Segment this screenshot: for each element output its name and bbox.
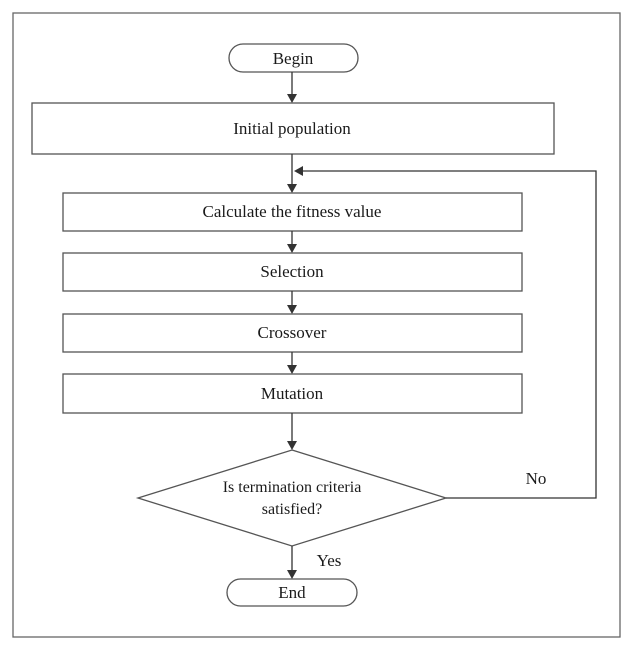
arrowhead-initial-fitness	[287, 184, 297, 193]
arrowhead-yes-end	[287, 570, 297, 579]
arrowhead-no-loop	[294, 166, 303, 176]
crossover-box	[62, 313, 523, 353]
fitness-box	[62, 192, 523, 232]
initial-population-label: Initial population	[233, 119, 351, 138]
end-terminator	[226, 578, 358, 607]
arrowhead-selection-crossover	[287, 305, 297, 314]
begin-label: Begin	[273, 49, 314, 68]
mutation-label: Mutation	[261, 384, 324, 403]
begin-terminator	[228, 43, 359, 73]
no-label: No	[526, 469, 547, 488]
yes-label: Yes	[317, 551, 342, 570]
decision-label-line1: Is termination criteria	[223, 479, 362, 496]
fitness-label: Calculate the fitness value	[203, 202, 382, 221]
selection-label: Selection	[260, 262, 324, 281]
end-label: End	[278, 583, 306, 602]
crossover-label: Crossover	[258, 323, 327, 342]
arrowhead-mutation-decision	[287, 441, 297, 450]
arrowhead-crossover-mutation	[287, 365, 297, 374]
decision-label-line2: satisfied?	[262, 501, 322, 518]
arrowhead-fitness-selection	[287, 244, 297, 253]
initial-population-box	[31, 102, 555, 155]
arrowhead-begin-initial	[287, 94, 297, 103]
edge-no-loop	[303, 170, 597, 499]
